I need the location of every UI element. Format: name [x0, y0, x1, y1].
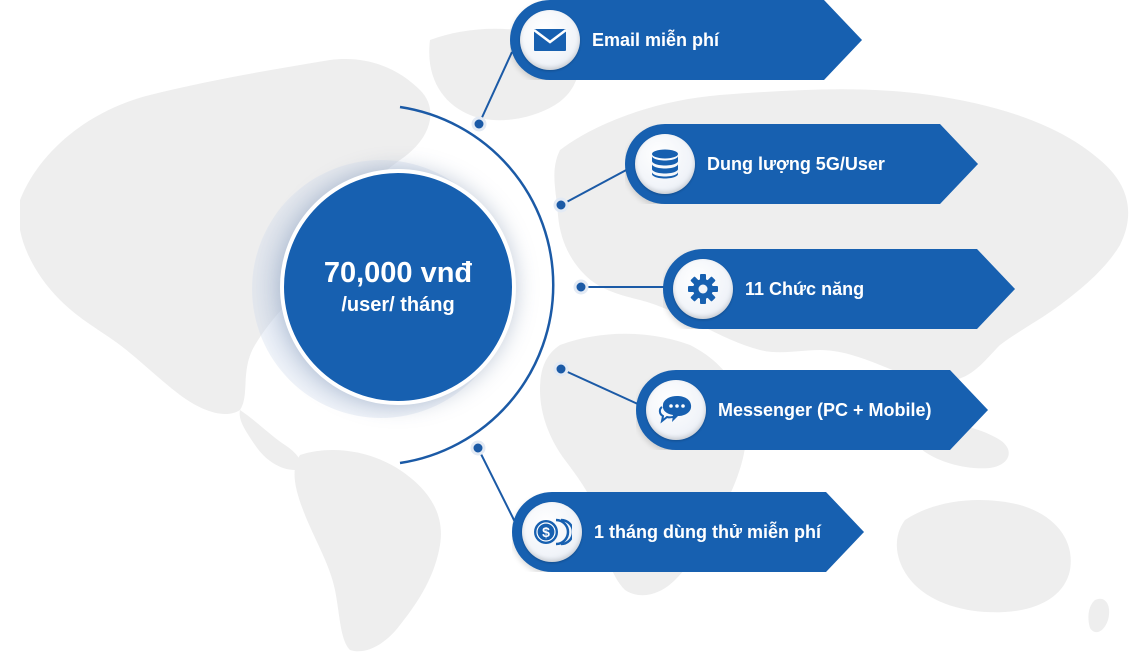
feature-email: Email miễn phí	[510, 0, 862, 80]
price-amount: 70,000 vnđ	[323, 257, 473, 289]
connector-dot-trial	[470, 440, 486, 456]
connector-arc	[399, 105, 555, 465]
connector-dot-functions	[573, 279, 589, 295]
database-icon	[635, 134, 695, 194]
feature-messenger: Messenger (PC + Mobile)	[636, 370, 988, 450]
feature-trial: $ 1 tháng dùng thử miễn phí	[512, 492, 864, 572]
feature-functions-label: 11 Chức năng	[745, 278, 865, 299]
coins-icon: $	[522, 502, 582, 562]
feature-messenger-label: Messenger (PC + Mobile)	[718, 399, 932, 420]
connector-dot-storage	[553, 197, 569, 213]
feature-trial-label: 1 tháng dùng thử miễn phí	[594, 521, 822, 542]
connector-line-email	[478, 51, 513, 125]
connector-line-storage	[560, 167, 631, 206]
gear-icon	[673, 259, 733, 319]
feature-email-label: Email miễn phí	[592, 29, 720, 50]
feature-storage: Dung lượng 5G/User	[625, 124, 978, 204]
chat-bubble-icon	[646, 380, 706, 440]
price-circle: 70,000 vnđ /user/ tháng	[280, 169, 516, 405]
envelope-icon	[520, 10, 580, 70]
connector-line-trial	[477, 447, 516, 523]
connector-line-messenger	[560, 368, 641, 406]
svg-text:$: $	[542, 524, 550, 540]
feature-functions: 11 Chức năng	[663, 249, 1015, 329]
connector-dot-email	[471, 116, 487, 132]
feature-storage-label: Dung lượng 5G/User	[707, 153, 885, 174]
connector-dot-messenger	[553, 361, 569, 377]
price-unit: /user/ tháng	[341, 294, 455, 316]
